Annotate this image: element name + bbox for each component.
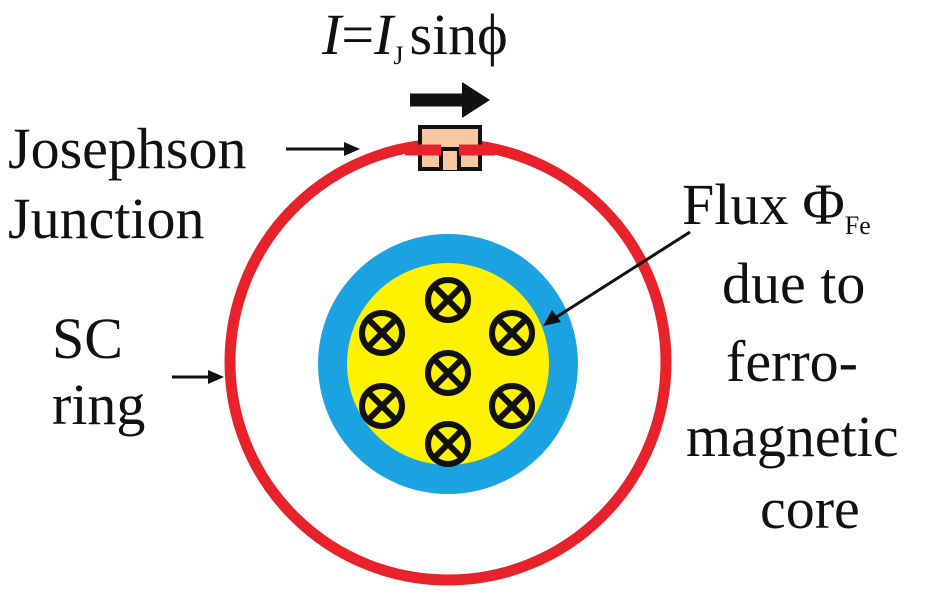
flux-label-line3: ferro- <box>726 329 858 394</box>
core-inner <box>347 263 549 465</box>
flux-word: Flux <box>682 172 788 237</box>
flux-label-line2: due to <box>722 251 865 316</box>
flux-pointer-arrow <box>543 230 691 326</box>
into-page-cross-circle-icon <box>359 310 405 356</box>
critical-current-subscript: J <box>393 41 403 70</box>
ring-pointer-arrow <box>172 370 224 384</box>
flux-subscript: Fe <box>845 211 871 240</box>
sin-phi-text: sinϕ <box>410 2 508 67</box>
critical-current-symbol: I <box>373 2 396 67</box>
into-page-cross-circle-icon <box>425 421 471 467</box>
flux-symbol: Φ <box>802 172 844 237</box>
current-symbol: I <box>321 2 344 67</box>
junction-label-line2: Junction <box>8 186 205 251</box>
into-page-cross-circle-icon <box>489 310 535 356</box>
into-page-cross-circle-icon <box>425 350 471 396</box>
flux-label-line4: magnetic <box>686 404 899 469</box>
into-page-cross-circle-icon <box>425 277 471 323</box>
ring-label-line1: SC <box>52 306 123 371</box>
flux-symbols-group <box>359 277 535 467</box>
equals-sign: = <box>341 2 374 67</box>
ring-label-line2: ring <box>52 372 145 437</box>
junction-pointer-arrow <box>286 142 360 156</box>
josephson-junction <box>405 125 495 171</box>
flux-label-line5: core <box>760 476 860 541</box>
arrow-right-icon <box>410 82 490 118</box>
into-page-cross-circle-icon <box>359 383 405 429</box>
junction-label-line1: Josephson <box>8 116 246 181</box>
into-page-cross-circle-icon <box>489 383 535 429</box>
